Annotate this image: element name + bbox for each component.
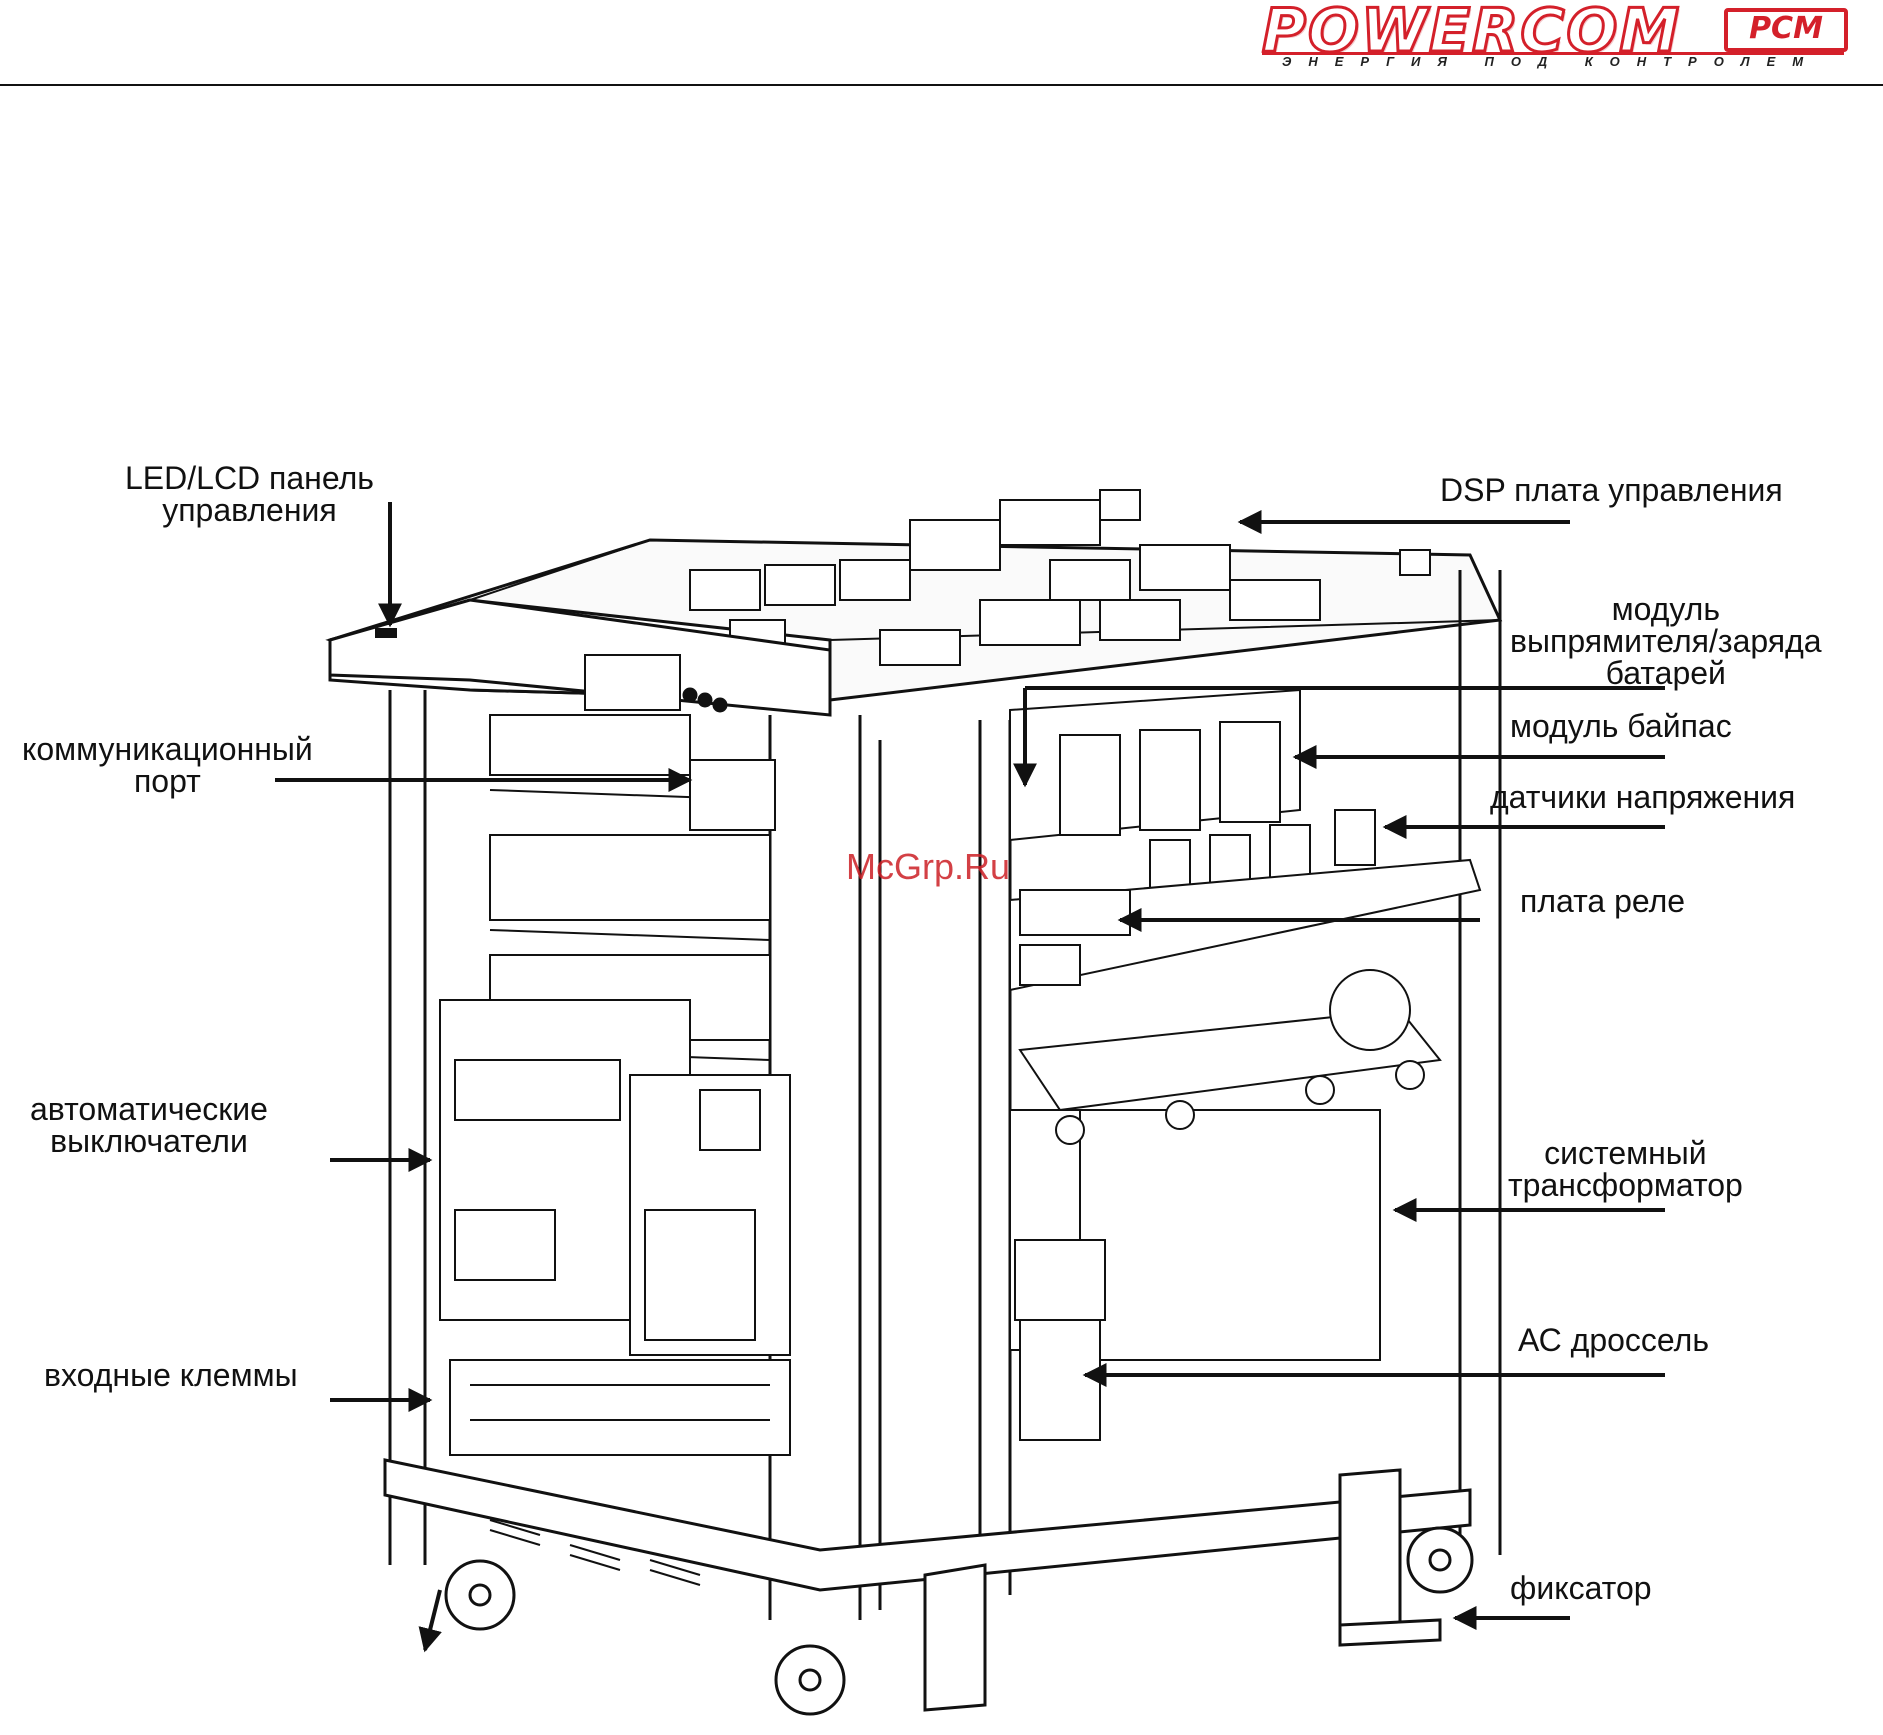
- cabinet-base: [385, 1460, 1470, 1590]
- label-transformer-line1: системный: [1508, 1137, 1743, 1169]
- label-voltage-sensors: датчики напряжения: [1490, 781, 1795, 813]
- logo-badge: PCM: [1724, 8, 1848, 52]
- ac-choke: [1015, 1240, 1105, 1440]
- watermark: McGrp.Ru: [846, 846, 1010, 888]
- label-led-lcd-panel: LED/LCD панель управления: [125, 462, 374, 526]
- label-breakers-line2: выключатели: [30, 1125, 268, 1157]
- label-input-terminals: входные клеммы: [44, 1359, 298, 1391]
- label-rectifier-module-line2: выпрямителя/заряда: [1510, 625, 1822, 657]
- label-comm-port: коммуникационный порт: [22, 733, 313, 797]
- label-comm-port-line1: коммуникационный: [22, 733, 313, 765]
- lock-brackets: [925, 1470, 1440, 1710]
- label-lock: фиксатор: [1510, 1572, 1652, 1604]
- rectifier-bypass-modules: [1010, 690, 1375, 900]
- relay-board-parts: [1010, 860, 1480, 990]
- label-dsp-board: DSP плата управления: [1440, 474, 1783, 506]
- label-breakers-line1: автоматические: [30, 1093, 268, 1125]
- label-breakers: автоматические выключатели: [30, 1093, 268, 1157]
- label-rectifier-module: модуль выпрямителя/заряда батарей: [1510, 593, 1822, 689]
- label-transformer-line2: трансформатор: [1508, 1169, 1743, 1201]
- powercom-logo: POWERCOM PCM ЭНЕРГИЯ ПОД КОНТРОЛЕМ: [1262, 4, 1862, 74]
- terminal-block: [450, 1360, 790, 1455]
- label-relay-board: плата реле: [1520, 885, 1685, 917]
- label-ac-choke: АС дроссель: [1518, 1324, 1709, 1356]
- label-rectifier-module-line1: модуль: [1510, 593, 1822, 625]
- label-transformer: системный трансформатор: [1508, 1137, 1743, 1201]
- label-led-lcd-panel-line1: LED/LCD панель: [125, 462, 374, 494]
- breaker-panel: [440, 1000, 790, 1355]
- logo-tagline: ЭНЕРГИЯ ПОД КОНТРОЛЕМ: [1282, 54, 1820, 69]
- label-comm-port-line2: порт: [22, 765, 313, 797]
- label-led-lcd-panel-line2: управления: [125, 494, 374, 526]
- label-bypass-module: модуль байпас: [1510, 710, 1732, 742]
- label-rectifier-module-line3: батарей: [1510, 657, 1822, 689]
- header-divider: [0, 84, 1883, 86]
